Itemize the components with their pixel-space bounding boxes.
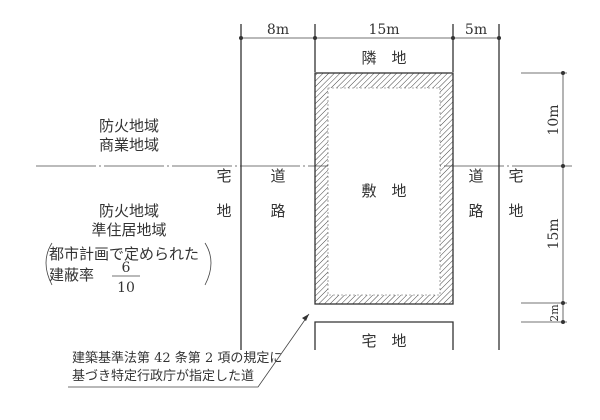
lot-right-char2: 地: [508, 202, 523, 220]
callout-arrowhead: [302, 314, 309, 321]
note-line1: 都市計画で定められた: [49, 245, 199, 263]
note-left-paren: [45, 242, 53, 286]
dim-site-width: 15m: [368, 22, 399, 38]
road-left-char1: 道: [270, 167, 285, 185]
lot-left-char2: 地: [216, 202, 231, 220]
upper-zone-fire: 防火地域: [99, 117, 159, 135]
lower-zone-fire: 防火地域: [99, 202, 159, 220]
note-right-paren: [204, 242, 212, 286]
site-label: 敷 地: [361, 182, 406, 200]
bottom-lot-outline: [314, 321, 454, 350]
road-right-char2: 路: [468, 202, 483, 220]
callout-line2: 基づき特定行政庁が指定した道: [72, 369, 254, 384]
site-inner: [327, 87, 441, 296]
dim-road-right: 5m: [465, 22, 487, 38]
note-coverage-label: 建蔽率: [49, 266, 94, 284]
upper-zone-use: 商業地域: [99, 136, 159, 154]
bottom-lot-label: 宅 地: [361, 332, 406, 350]
dim-15m: 15m: [546, 218, 562, 249]
ratio-denominator: 10: [117, 280, 135, 296]
road-left-char2: 路: [270, 202, 285, 220]
callout-leader: [68, 313, 310, 388]
lot-right-char1: 宅: [508, 167, 523, 185]
ratio-numerator: 6: [122, 260, 131, 276]
lot-left-char1: 宅: [216, 167, 231, 185]
dim-2m: 2m: [548, 304, 561, 322]
callout-line1: 建築基準法第 42 条第 2 項の規定に: [72, 350, 282, 366]
dim-10m: 10m: [546, 104, 562, 135]
neighbor-top-label: 隣 地: [361, 49, 406, 67]
road-right-char1: 道: [468, 167, 483, 185]
dim-road-left: 8m: [267, 22, 289, 38]
lower-zone-use: 準住居地域: [91, 221, 166, 239]
right-dimension: [521, 71, 567, 324]
